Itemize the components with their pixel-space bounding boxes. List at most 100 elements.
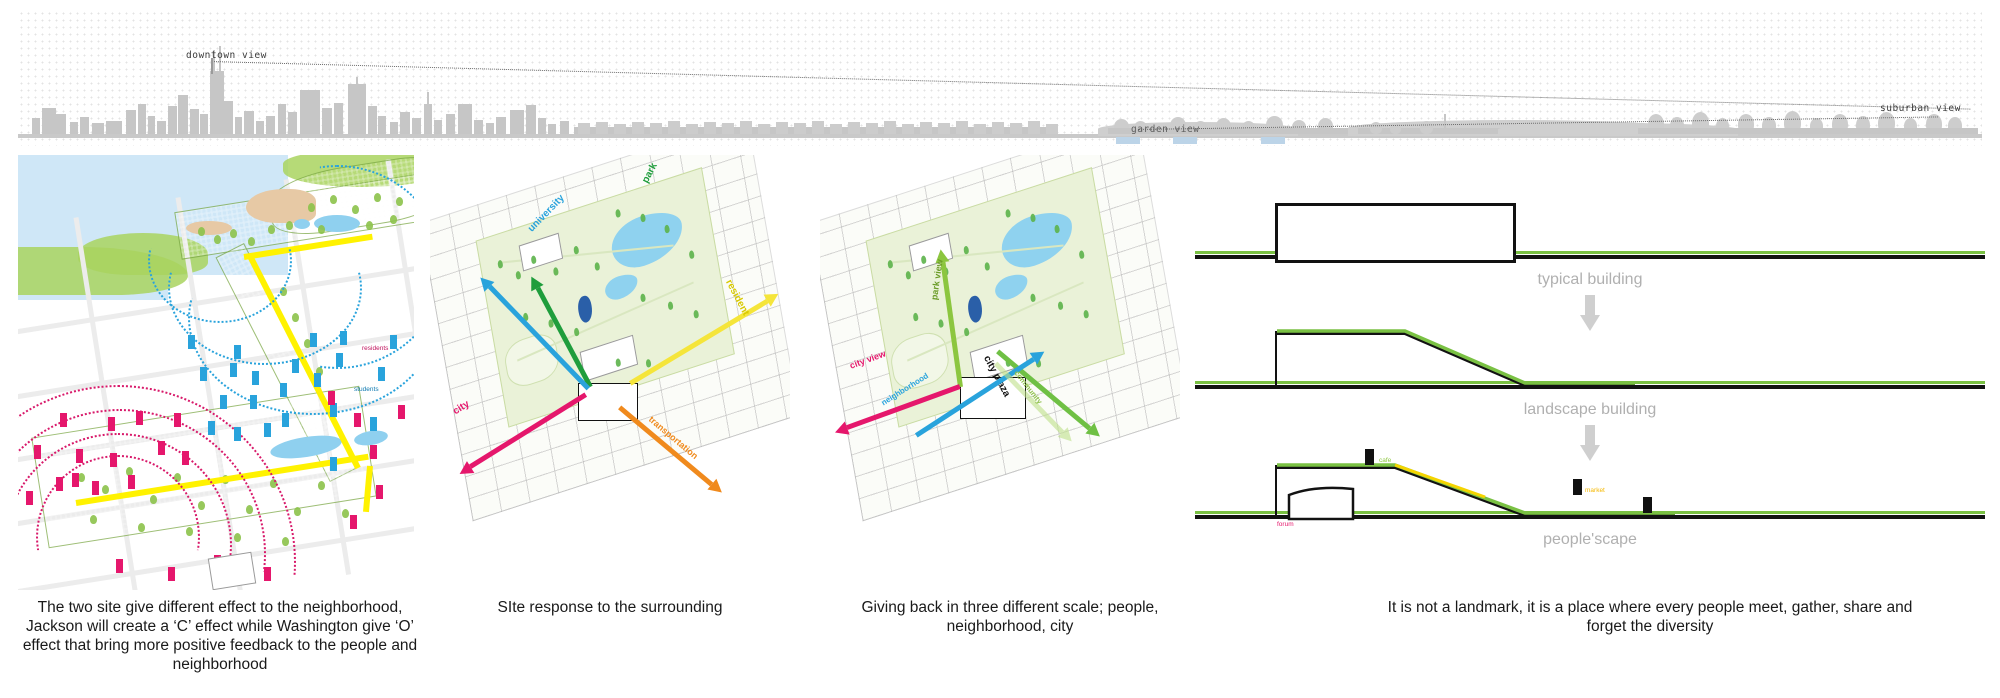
skyline-building: [486, 123, 494, 134]
tree: [342, 509, 349, 518]
skyline-tree: [1370, 122, 1382, 134]
student-figure: [378, 367, 385, 381]
skyline-building: [106, 121, 122, 134]
resident-figure: [398, 405, 405, 419]
grass-line: [1195, 251, 1985, 254]
resident-figure: [110, 453, 117, 467]
skyline-rowhouse: [578, 123, 590, 134]
peoplescape-profile: [1275, 463, 1675, 521]
skyline-water-marker: [1116, 137, 1140, 144]
skyline-building: [560, 121, 569, 134]
skyline-building: [458, 104, 472, 134]
micro-label-market: market: [1585, 487, 1605, 494]
arrow-shaft: [1585, 425, 1595, 447]
resident-figure: [128, 475, 135, 489]
resident-figure: [136, 411, 143, 425]
student-figure: [280, 383, 287, 397]
student-figure: [200, 367, 207, 381]
skyline-building: [300, 90, 320, 134]
section-ground-line: [18, 134, 1982, 138]
micro-label-forum: forum: [1277, 521, 1294, 528]
flow-arrow-down: [1580, 295, 1600, 331]
label-suburban-view: suburban view: [1880, 103, 1961, 114]
skyline-rowhouse: [992, 122, 1004, 134]
student-figure: [370, 417, 377, 431]
arrow-head: [1580, 445, 1600, 461]
resident-figure: [92, 481, 99, 495]
skyline-rowhouse: [596, 122, 608, 134]
student-figure: [264, 423, 271, 437]
label-garden-view: garden view: [1131, 124, 1200, 135]
resident-figure: [60, 413, 67, 427]
skyline-building: [424, 104, 432, 134]
skyline-rowhouse: [704, 122, 716, 134]
resident-figure: [158, 441, 165, 455]
skyline-tree: [1390, 123, 1401, 134]
ground-line: [1195, 255, 1985, 259]
two-site-effect-diagram: students residents: [18, 155, 414, 590]
skyline-building: [378, 116, 386, 134]
arrow-shaft: [1585, 295, 1595, 317]
person-figure-plaza: [1643, 497, 1652, 513]
skyline-building: [510, 110, 524, 134]
skyline-building: [138, 104, 146, 134]
skyline-building: [446, 114, 455, 134]
resident-figure: [328, 391, 335, 405]
caption-panel-4: It is not a landmark, it is a place wher…: [1387, 599, 1913, 635]
tree: [286, 221, 293, 230]
site-response-axonometric: park university resident city transporta…: [430, 155, 790, 590]
skyline-building: [400, 112, 410, 134]
skyline-tree: [1420, 121, 1433, 134]
section-label-typical-building: typical building: [1537, 271, 1643, 288]
person-figure-market: [1573, 479, 1582, 495]
student-figure: [282, 413, 289, 427]
micro-label-cafe: cafe: [1379, 457, 1392, 464]
typical-building-mass: [1275, 203, 1516, 263]
skyline-building: [157, 121, 166, 134]
skyline-building: [526, 105, 536, 134]
resident-figure: [182, 451, 189, 465]
resident-figure: [56, 477, 63, 491]
skyline-rowhouse: [686, 124, 698, 134]
section-label-landscape-building: landscape building: [1523, 401, 1657, 418]
skyline-building: [288, 112, 297, 134]
section-peoplescape: cafe forum market people'scape: [1195, 445, 1985, 565]
student-figure: [330, 403, 337, 417]
tree: [248, 237, 255, 246]
skyline-rowhouse: [920, 122, 932, 134]
beach-sand: [246, 189, 316, 223]
resident-figure: [72, 473, 79, 487]
skyline-water-marker: [1261, 137, 1285, 144]
tree: [198, 227, 205, 236]
skyline-building-row: [1108, 128, 1358, 134]
resident-figure: [26, 491, 33, 505]
skyline-building: [434, 120, 442, 134]
skyline-rowhouse: [956, 121, 968, 134]
sightline-downtown: [210, 61, 1971, 110]
student-figure: [250, 395, 257, 409]
skyline-building: [496, 117, 506, 134]
skyline-building: [548, 124, 556, 134]
skyline-building: [42, 108, 56, 134]
landscape-building-profile: [1275, 329, 1635, 389]
skyline-building: [56, 114, 66, 134]
skyline-building: [190, 109, 199, 134]
section-typical-building: typical building: [1195, 185, 1985, 331]
skyline-building: [200, 114, 208, 134]
axo-plate-2: [430, 155, 790, 522]
student-figure: [330, 457, 337, 471]
caption-panel-3: Giving back in three different scale; pe…: [861, 599, 1159, 635]
skyline-building: [178, 95, 188, 134]
skyline-building: [278, 104, 286, 134]
flow-arrow-down: [1580, 425, 1600, 461]
skyline-rowhouse: [812, 121, 824, 134]
skyline-rowhouse: [776, 122, 788, 134]
skyline-building: [70, 122, 78, 134]
skyline-rowhouse: [614, 124, 626, 134]
resident-figure: [370, 445, 377, 459]
student-figure: [340, 331, 347, 345]
building-typology-sections: typical building landscape building: [1195, 155, 1985, 590]
skyline-rowhouse: [848, 122, 860, 134]
tree: [308, 203, 315, 212]
